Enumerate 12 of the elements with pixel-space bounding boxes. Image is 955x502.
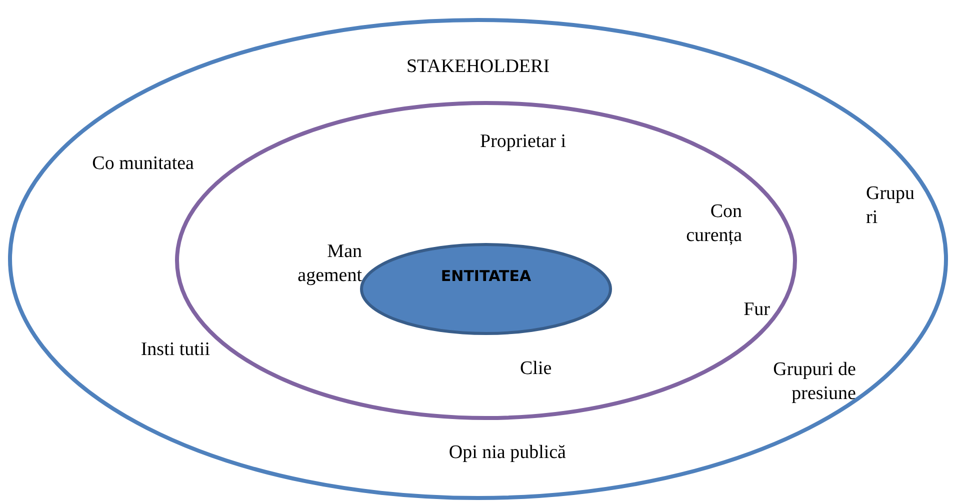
stakeholder-label: Grupu ri xyxy=(866,182,916,230)
stakeholder-label: Proprietar i xyxy=(480,130,568,154)
stakeholder-label: Clie xyxy=(520,357,553,381)
stakeholder-label: Opi nia publică xyxy=(448,441,566,465)
stakeholder-label: Con curența xyxy=(685,200,742,248)
stakeholder-label: Insti tutii xyxy=(140,338,210,362)
stakeholder-label: Fur xyxy=(742,298,770,322)
stakeholder-label: Man agement xyxy=(296,240,362,288)
stakeholder-label: Grupuri de presiune xyxy=(772,358,856,406)
ring-title: STAKEHOLDERI xyxy=(406,56,550,78)
stakeholder-label: Co munitatea xyxy=(91,152,194,176)
center-title: ENTITATEA xyxy=(440,267,532,285)
